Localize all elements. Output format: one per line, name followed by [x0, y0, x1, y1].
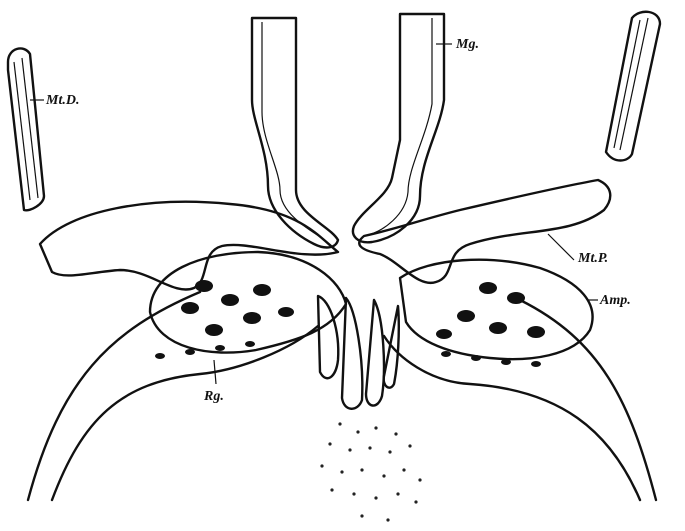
- label-mt-p: Mt.P.: [577, 251, 608, 266]
- right-mt-d-tube: [606, 12, 660, 161]
- label-mg: Mg.: [455, 37, 479, 52]
- left-body-wall: [28, 292, 318, 500]
- left-midgut-column: [252, 18, 338, 247]
- scattered-dots: [320, 422, 421, 521]
- right-body-wall: [384, 300, 656, 500]
- label-rg: Rg.: [203, 389, 224, 404]
- nuclei: [155, 280, 545, 367]
- left-mt-d-tube: [8, 48, 44, 210]
- right-midgut-column: [353, 14, 444, 242]
- right-ampulla: [400, 260, 593, 359]
- central-papillae: [318, 296, 399, 409]
- left-mt-p-arm: [40, 202, 338, 290]
- label-mt-d: Mt.D.: [45, 93, 79, 108]
- label-amp: Amp.: [599, 293, 631, 308]
- mt-p-leader: [548, 234, 574, 260]
